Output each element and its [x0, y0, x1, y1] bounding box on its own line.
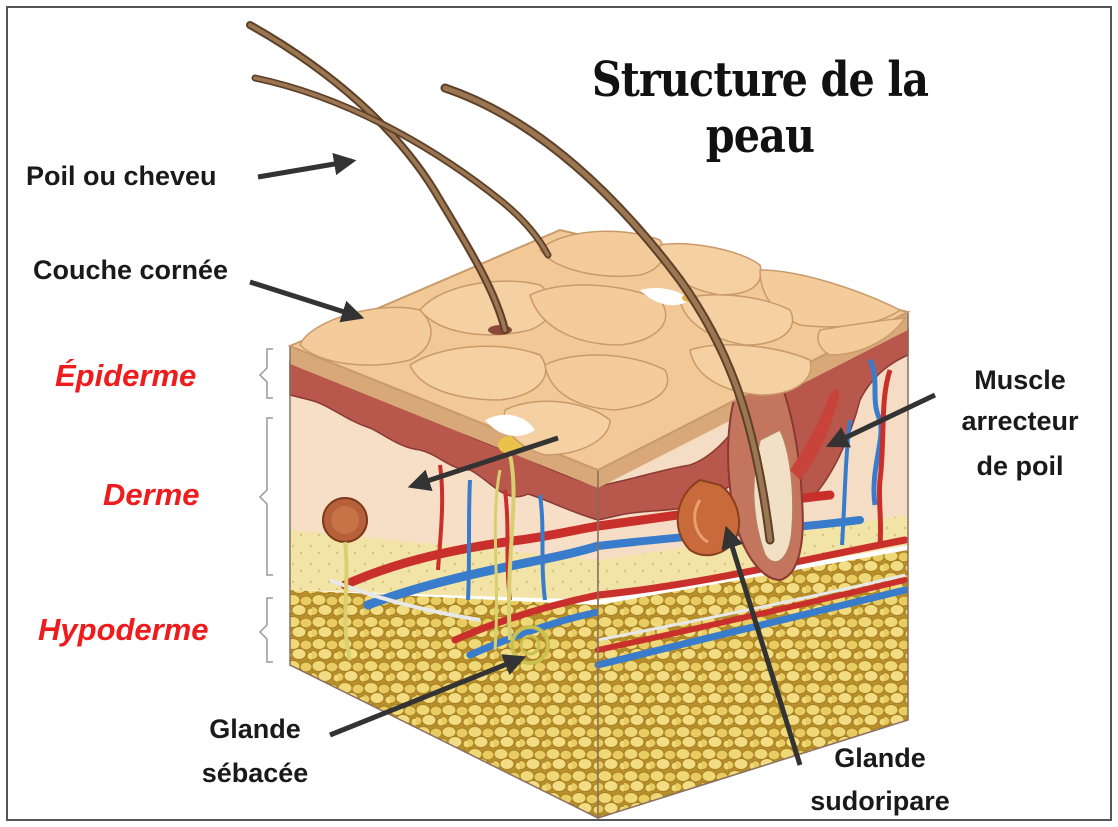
layer-hypodermis: Hypoderme	[38, 612, 209, 648]
layer-epidermis: Épiderme	[55, 358, 196, 394]
label-muscle-line1: Muscle	[940, 364, 1100, 396]
label-hair: Poil ou cheveu	[26, 160, 217, 192]
hair-strand-2-inner	[255, 78, 548, 255]
layer-dermis: Derme	[103, 477, 200, 513]
hypodermis-bracket	[260, 598, 273, 662]
label-sebaceous-line2: sébacée	[185, 757, 325, 789]
skin-tile	[300, 307, 431, 365]
label-muscle-line3: de poil	[940, 450, 1100, 482]
arrow-stratum-corneum	[250, 282, 360, 317]
capillary-b	[468, 480, 470, 600]
label-stratum-corneum: Couche cornée	[33, 254, 228, 286]
diagram-title: Structure de la peau	[536, 52, 983, 164]
arrow-hair	[258, 161, 352, 177]
dermis-bracket	[260, 418, 273, 575]
hair-strand-2	[255, 78, 548, 255]
label-sebaceous-line1: Glande	[185, 713, 325, 745]
label-sweat-line2: sudoripare	[800, 785, 960, 817]
epidermis-bracket	[260, 349, 273, 398]
layer-brackets	[260, 349, 273, 662]
label-muscle-line2: arrecteur	[940, 405, 1100, 437]
label-sweat-line1: Glande	[800, 742, 960, 774]
